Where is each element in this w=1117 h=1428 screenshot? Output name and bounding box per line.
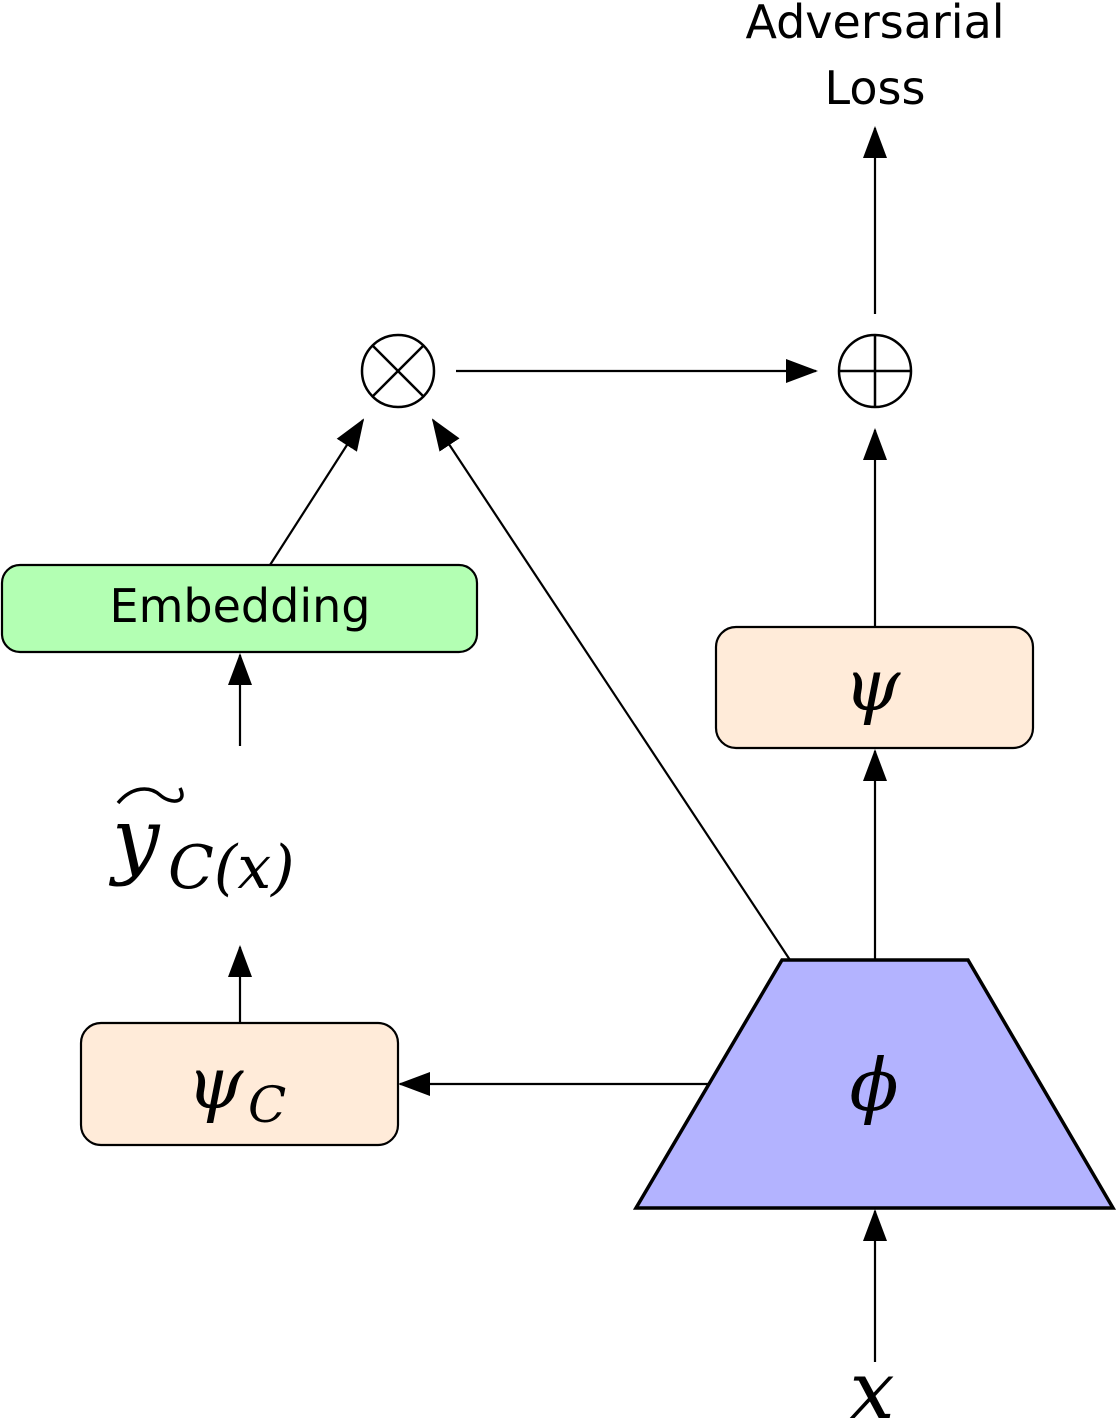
add-node [837, 333, 913, 409]
input-x-label: x [849, 1344, 894, 1428]
psi-c-label: ψ [187, 1041, 245, 1125]
arrow-phi-to-multiply [431, 418, 791, 961]
embedding-label: Embedding [110, 579, 371, 633]
embedding-box: Embedding [0, 563, 479, 654]
y-tilde-label: y C(x) [108, 787, 295, 903]
tilde-icon [116, 787, 184, 805]
arrow-embedding-to-multiply [269, 418, 365, 566]
psi-c-box: ψ C [79, 1021, 400, 1147]
y-tilde-main: y [108, 790, 161, 888]
adversarial-loss-label-line1: Adversarial [745, 0, 1004, 49]
psi-box: ψ [714, 625, 1035, 750]
psi-c-subscript: C [248, 1076, 286, 1134]
multiply-node [360, 333, 436, 409]
psi-label: ψ [844, 643, 902, 727]
phi-encoder: ϕ [632, 958, 1117, 1210]
y-tilde-subscript: C(x) [168, 833, 295, 903]
adversarial-loss-label-line2: Loss [825, 61, 926, 115]
phi-label: ϕ [849, 1043, 898, 1127]
